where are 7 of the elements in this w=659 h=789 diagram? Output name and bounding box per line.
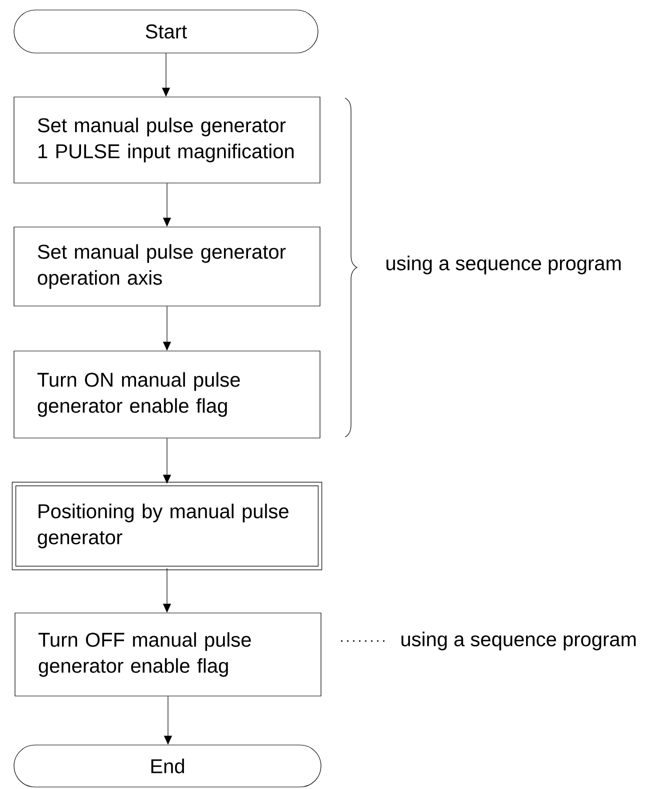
process-box: Turn OFF manual pulse generator enable flag — [14, 612, 322, 696]
process-box: Set manual pulse generator operation axis — [14, 226, 320, 306]
predefined-process-box: Positioning by manual pulse generator — [12, 482, 322, 570]
process-box: Set manual pulse generator 1 PULSE input magnification — [14, 96, 320, 184]
process-box: Turn ON manual pulse generator enable flag — [14, 350, 320, 438]
note-text: using a sequence program — [402, 632, 636, 650]
note-text: using a sequence program — [386, 256, 621, 274]
